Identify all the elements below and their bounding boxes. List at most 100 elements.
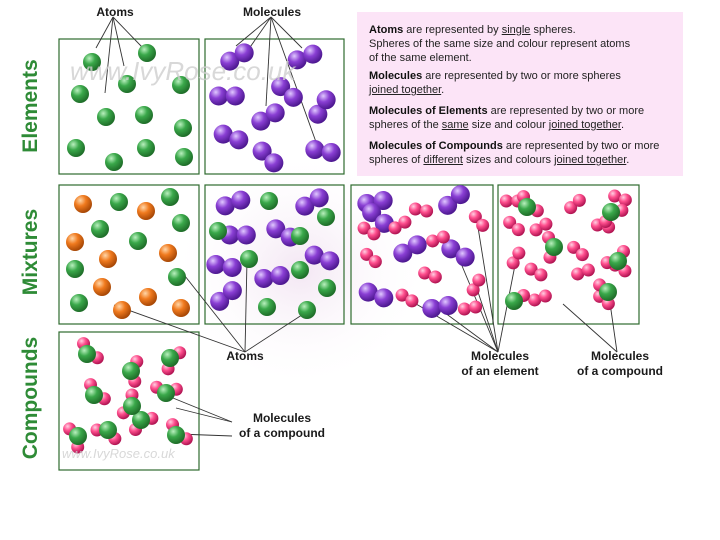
purple-sphere [234,43,254,63]
callout-line [270,16,317,143]
pink-sphere [567,240,581,254]
callout-line [113,304,246,353]
orange-sphere [93,278,111,296]
callout-molecules-of-compound-line2: of a compound [577,364,663,378]
definition-atoms-line3: of the same element. [369,52,472,64]
pink-sphere [618,193,632,207]
green-sphere [545,238,563,256]
purple-sphere [407,235,427,255]
pink-sphere [581,263,595,277]
green-sphere [602,203,620,221]
green-sphere [161,188,179,206]
definition-atoms-term: Atoms [369,24,404,36]
definition-molecules-emphasis: joined together [369,84,442,96]
callout-line [475,285,499,353]
pink-sphere [503,215,517,229]
pink-sphere [395,288,409,302]
purple-sphere [438,195,458,215]
green-sphere [505,292,523,310]
purple-sphere [438,296,458,316]
definition-atoms-line2: Spheres of the same size and colour repr… [369,38,631,50]
pink-sphere [476,218,490,232]
green-sphere [132,411,150,429]
pink-sphere [466,283,480,297]
green-sphere [83,53,101,71]
pink-sphere [398,215,412,229]
row-label-compounds: Compounds [19,336,42,460]
pink-sphere [538,289,552,303]
green-sphere [105,153,123,171]
pink-sphere [405,294,419,308]
green-sphere [99,421,117,439]
purple-sphere [304,245,324,265]
green-sphere [138,44,156,62]
callout-line [104,16,114,94]
callout-atoms-bottom: Atoms [226,349,264,363]
callout-line [244,310,309,353]
callout-line [112,16,125,67]
green-sphere [209,222,227,240]
green-sphere [123,397,141,415]
green-sphere [70,294,88,312]
green-sphere [172,214,190,232]
pink-sphere [511,223,525,237]
callout-lines [95,16,618,437]
panel-elements-molecules [204,38,345,175]
purple-sphere [252,141,272,161]
pink-sphere [539,217,553,231]
definition-elements-text2: spheres of the [369,119,442,131]
green-sphere [161,349,179,367]
pink-sphere [468,210,482,224]
definition-molecules-text: are represented by two or more spheres [422,70,621,82]
definition-elements-emphasis2: joined together [548,119,621,131]
purple-sphere [305,140,325,160]
pink-sphere [418,266,432,280]
purple-sphere [236,225,256,245]
purple-sphere [264,153,284,173]
panel-mixture-1 [58,184,200,325]
purple-sphere [393,243,413,263]
green-sphere [78,345,96,363]
green-sphere [317,208,335,226]
pink-sphere [360,247,374,261]
purple-sphere [455,247,475,267]
pink-sphere [529,223,543,237]
purple-sphere [229,130,249,150]
definition-compounds-emphasis2: joined together [554,154,627,166]
purple-sphere [450,185,470,205]
callout-line [95,16,114,49]
definition-elements-term: Molecules of Elements [369,105,488,117]
green-sphere [110,193,128,211]
definition-compounds-text3: sizes and colours [462,154,555,166]
watermark-top: www.IvyRose.co.uk [70,56,296,86]
definition-compounds-emphasis1: different [423,154,463,166]
callout-line [167,395,233,423]
callout-line [244,259,248,353]
callout-atoms-top: Atoms [96,5,134,19]
pink-sphere [408,202,422,216]
callout-line [180,270,246,353]
orange-sphere [66,233,84,251]
callout-line [175,407,233,423]
purple-sphere [441,239,461,259]
pink-sphere [512,246,526,260]
callout-compound-molecules-line2: of a compound [239,426,325,440]
green-sphere [91,220,109,238]
definition-elements-period: . [620,119,625,131]
green-sphere [122,362,140,380]
purple-sphere [206,255,226,275]
pink-sphere [367,227,381,241]
orange-sphere [137,202,155,220]
pink-sphere [436,230,450,244]
definition-compounds-term: Molecules of Compounds [369,140,503,152]
definition-compounds-text: are represented by two or more [502,140,660,152]
callout-compound-molecules-line1: Molecules [252,411,312,425]
green-sphere [518,198,536,216]
definition-atoms: Atoms are represented by single spheres.… [369,23,675,65]
pink-sphere [571,267,585,281]
callout-line [476,220,499,353]
callout-molecules-of-element-line2: of an element [461,364,539,378]
pink-sphere [524,262,538,276]
pink-sphere [457,302,471,316]
